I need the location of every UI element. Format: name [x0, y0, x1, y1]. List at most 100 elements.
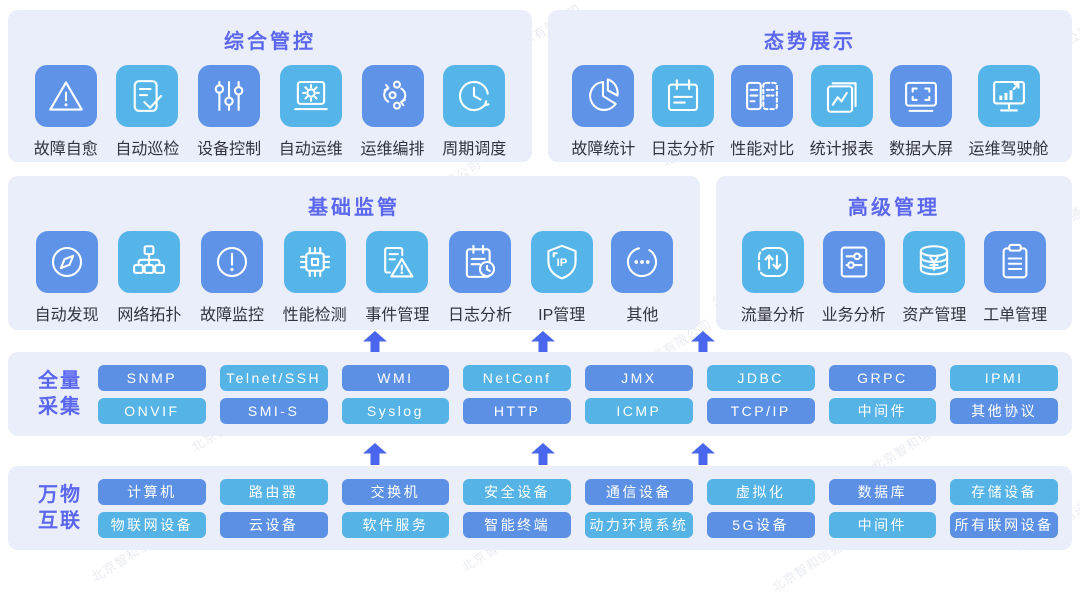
feature-tile: IP	[530, 231, 593, 293]
up-arrow-icon	[362, 443, 388, 465]
feature-item: 事件管理	[365, 231, 429, 325]
feature-label: 自动巡检	[115, 141, 180, 158]
feature-label: 统计报表	[809, 141, 874, 158]
capability-pill: 软件服务	[341, 511, 450, 538]
capability-pill: Telnet/SSH	[219, 364, 328, 391]
capability-pill: SMI-S	[219, 397, 328, 424]
up-arrow-icon	[690, 443, 716, 465]
panel-title: 态势展示	[764, 31, 856, 53]
feature-item: 周期调度	[442, 65, 506, 159]
feature-item: 统计报表	[810, 65, 874, 159]
capability-pill: 动力环境系统	[585, 511, 693, 538]
feature-tile	[201, 231, 263, 293]
feature-tile	[741, 231, 804, 293]
capability-pill: JMX	[585, 364, 693, 391]
feature-tile	[903, 231, 966, 293]
up-arrow-icon	[690, 331, 716, 353]
traffic-arrows-icon	[757, 246, 788, 278]
svg-text:IP: IP	[556, 257, 567, 269]
tile-row: 故障自愈自动巡检设备控制自动运维运维编排周期调度	[8, 65, 532, 159]
feature-label: 故障统计	[571, 141, 636, 158]
feature-tile	[977, 65, 1040, 127]
feature-tile	[984, 231, 1047, 293]
work-order-icon	[1002, 243, 1028, 279]
capability-pill: 其他协议	[950, 397, 1058, 424]
feature-tile	[198, 65, 261, 127]
capability-pill: 云设备	[219, 511, 328, 538]
feature-label: 工单管理	[983, 307, 1048, 324]
dashboard-monitor-icon	[992, 80, 1025, 112]
capability-pill: 安全设备	[463, 478, 571, 505]
feature-item: 自动巡检	[115, 65, 179, 159]
tile-row: 故障统计日志分析性能对比统计报表数据大屏运维驾驶舱	[548, 65, 1072, 159]
feature-item: 自动发现	[35, 231, 99, 325]
topology-icon	[133, 245, 166, 274]
feature-item: 其他	[611, 231, 674, 325]
feature-item: 性能检测	[283, 231, 347, 325]
panel-title: 基础监管	[308, 197, 400, 219]
feature-label: 自动发现	[34, 307, 99, 324]
feature-label: 自动运维	[278, 141, 343, 158]
capability-pill: 计算机	[98, 478, 206, 505]
feature-label: 资产管理	[902, 307, 967, 324]
feature-label: 故障自愈	[33, 141, 98, 158]
feature-tile	[35, 231, 98, 293]
panel-situation-display: 态势展示 故障统计日志分析性能对比统计报表数据大屏运维驾驶舱	[548, 10, 1072, 162]
band-label: 全量 采集	[38, 370, 82, 418]
sliders-icon	[214, 80, 244, 112]
capability-pill: SNMP	[98, 364, 206, 391]
feature-tile	[118, 231, 181, 293]
feature-label: 故障监控	[200, 307, 265, 324]
feature-item: 数据大屏	[889, 65, 953, 159]
feature-label: 流量分析	[740, 307, 805, 324]
feature-tile	[810, 65, 873, 127]
feature-label: 日志分析	[650, 141, 715, 158]
feature-item: 运维驾驶舱	[969, 65, 1049, 159]
capability-pill: 所有联网设备	[950, 511, 1058, 538]
checklist-icon	[134, 80, 163, 112]
tile-row: 流量分析业务分析资产管理工单管理	[716, 231, 1072, 325]
capability-pill: 中间件	[828, 397, 937, 424]
feature-label: 运维编排	[360, 141, 425, 158]
database-yuan-icon	[920, 245, 949, 276]
feature-item: 故障统计	[571, 65, 635, 159]
feature-tile	[611, 231, 674, 293]
alert-circle-icon	[216, 246, 248, 278]
feature-tile	[890, 65, 953, 127]
panel-title: 综合管控	[224, 31, 316, 53]
feature-label: 网络拓扑	[117, 307, 182, 324]
panel-title: 高级管理	[848, 197, 940, 219]
capability-pill: ICMP	[585, 397, 693, 424]
cpu-chip-icon	[299, 246, 330, 278]
capability-diagram: 北京智和信通技术有限公司北京智和信通技术有限公司北京智和信通技术有限公司北京智和…	[8, 1, 1080, 595]
feature-label: 其他	[626, 307, 659, 324]
capability-pill: 5G设备	[706, 511, 815, 538]
panel-advanced-management: 高级管理 流量分析业务分析资产管理工单管理	[716, 176, 1072, 330]
capability-pill: JDBC	[706, 364, 815, 391]
doc-warning-icon	[384, 246, 414, 278]
pie-chart-icon	[589, 78, 620, 111]
clipboard-clock-icon	[465, 244, 496, 278]
capability-pill: 路由器	[219, 478, 328, 505]
capability-pill: HTTP	[463, 397, 571, 424]
feature-tile	[283, 231, 346, 293]
capability-pill: 智能终端	[463, 511, 571, 538]
clock-cycle-icon	[459, 80, 490, 112]
panel-comprehensive-control: 综合管控 故障自愈自动巡检设备控制自动运维运维编排周期调度	[8, 10, 532, 162]
feature-tile	[116, 65, 179, 127]
feature-tile	[822, 231, 885, 293]
capability-pill: 虚拟化	[706, 478, 815, 505]
pill-row: 计算机路由器交换机安全设备通信设备虚拟化数据库存储设备	[98, 478, 1058, 505]
capability-pill: IPMI	[950, 364, 1058, 391]
feature-tile	[34, 65, 97, 127]
feature-tile	[366, 231, 429, 293]
feature-label: 周期调度	[442, 141, 507, 158]
feature-item: 性能对比	[730, 65, 794, 159]
band-label: 万物 互联	[38, 484, 82, 532]
feature-label: 日志分析	[448, 307, 513, 324]
